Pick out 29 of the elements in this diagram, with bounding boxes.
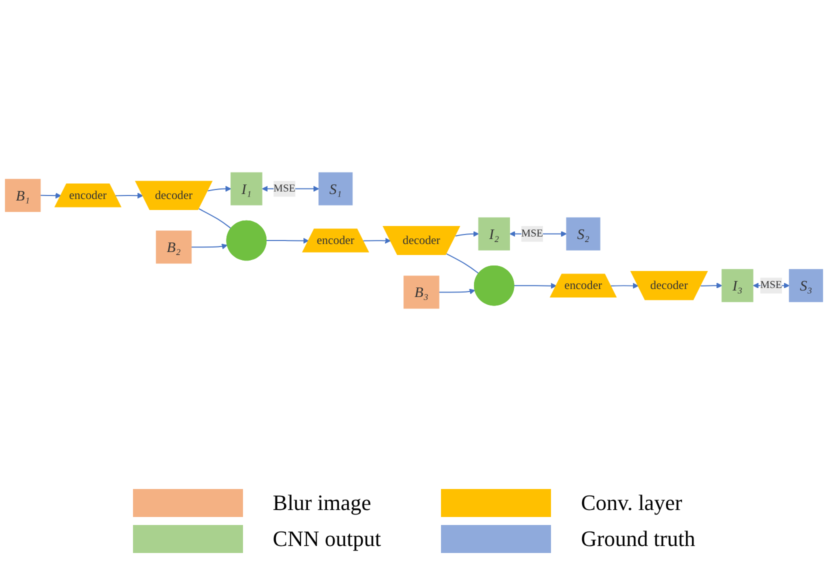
arrow xyxy=(438,288,476,294)
node-box: B₂ xyxy=(156,230,192,264)
arrow xyxy=(115,192,144,199)
node-box: I₃ xyxy=(722,269,754,302)
arrow xyxy=(454,230,479,237)
legend-label: Ground truth xyxy=(580,526,696,552)
arrow xyxy=(266,238,309,244)
edge-label: MSE xyxy=(760,280,782,291)
arrow xyxy=(190,244,228,250)
edge-label: MSE xyxy=(274,182,296,194)
connector xyxy=(198,208,232,229)
legend-label: Conv. layer xyxy=(580,490,682,516)
legend-label: Blur image xyxy=(272,490,372,516)
arrow xyxy=(610,282,638,289)
edge-label: MSE xyxy=(521,228,543,240)
node-box: S₂ xyxy=(566,217,600,250)
node-box: B₁ xyxy=(4,178,41,212)
arrow xyxy=(40,192,62,199)
arrow xyxy=(700,282,722,288)
legend-label: CNN output xyxy=(272,526,381,552)
arrow xyxy=(207,186,232,192)
connector xyxy=(446,253,479,274)
node-box: I₂ xyxy=(478,217,510,250)
node-box: S₃ xyxy=(788,269,824,302)
node-box: I₁ xyxy=(230,172,262,206)
arrow xyxy=(362,238,391,244)
node-box: B₃ xyxy=(404,276,440,309)
arrow xyxy=(513,282,557,289)
node-box: S₁ xyxy=(318,172,353,206)
